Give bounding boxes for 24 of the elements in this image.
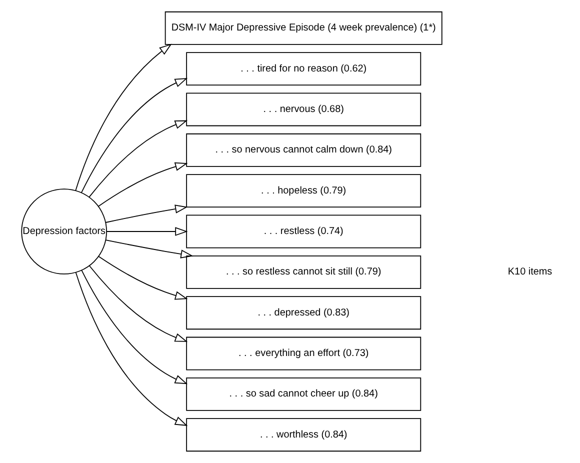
arrow bbox=[98, 162, 188, 207]
arrow bbox=[88, 265, 188, 342]
node-box: . . . so nervous cannot calm down (0.84) bbox=[186, 133, 421, 167]
node-box: . . . nervous (0.68) bbox=[186, 92, 421, 126]
arrow bbox=[74, 44, 172, 192]
node-box: . . . worthless (0.84) bbox=[186, 418, 421, 452]
arrow bbox=[80, 78, 188, 193]
arrow bbox=[106, 227, 188, 236]
node-box: DSM-IV Major Depressive Episode (4 week prevalence) (1*) bbox=[164, 11, 442, 45]
arrow bbox=[88, 120, 188, 198]
node-circle: Depression factors bbox=[20, 188, 107, 274]
arrow bbox=[104, 204, 188, 223]
node-box: . . . so sad cannot cheer up (0.84) bbox=[186, 377, 421, 411]
arrow bbox=[104, 240, 193, 258]
node-box: . . . tired for no reason (0.62) bbox=[186, 52, 421, 86]
arrow bbox=[80, 270, 188, 384]
node-box: . . . hopeless (0.79) bbox=[186, 174, 421, 208]
label: K10 items bbox=[507, 266, 552, 278]
node-box: . . . everything an effort (0.73) bbox=[186, 336, 421, 370]
node-box: . . . so restless cannot sit still (0.79) bbox=[186, 255, 421, 289]
arrow bbox=[74, 272, 188, 426]
node-box: . . . restless (0.74) bbox=[186, 214, 421, 248]
node-box: . . . depressed (0.83) bbox=[186, 296, 421, 330]
arrow bbox=[98, 256, 188, 300]
